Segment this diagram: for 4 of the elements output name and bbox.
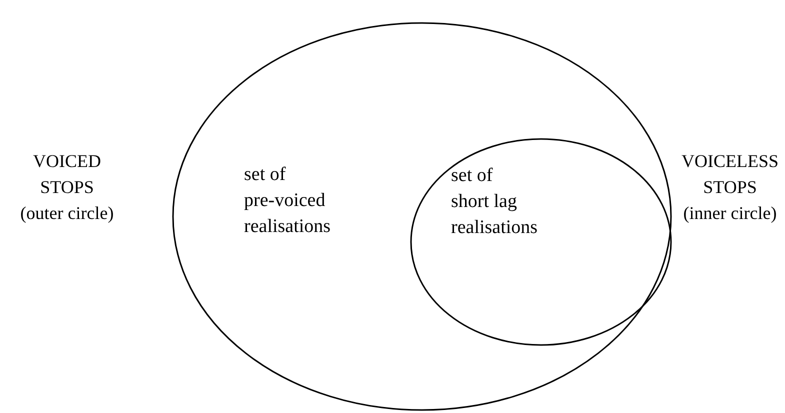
category-label: VOICELESS STOPS (inner circle)	[680, 150, 780, 225]
category-label: VOICED STOPS (outer circle)	[19, 150, 115, 225]
set-label: set of short lag realisations	[451, 164, 539, 240]
set-label: set of pre-voiced realisations	[244, 163, 332, 239]
